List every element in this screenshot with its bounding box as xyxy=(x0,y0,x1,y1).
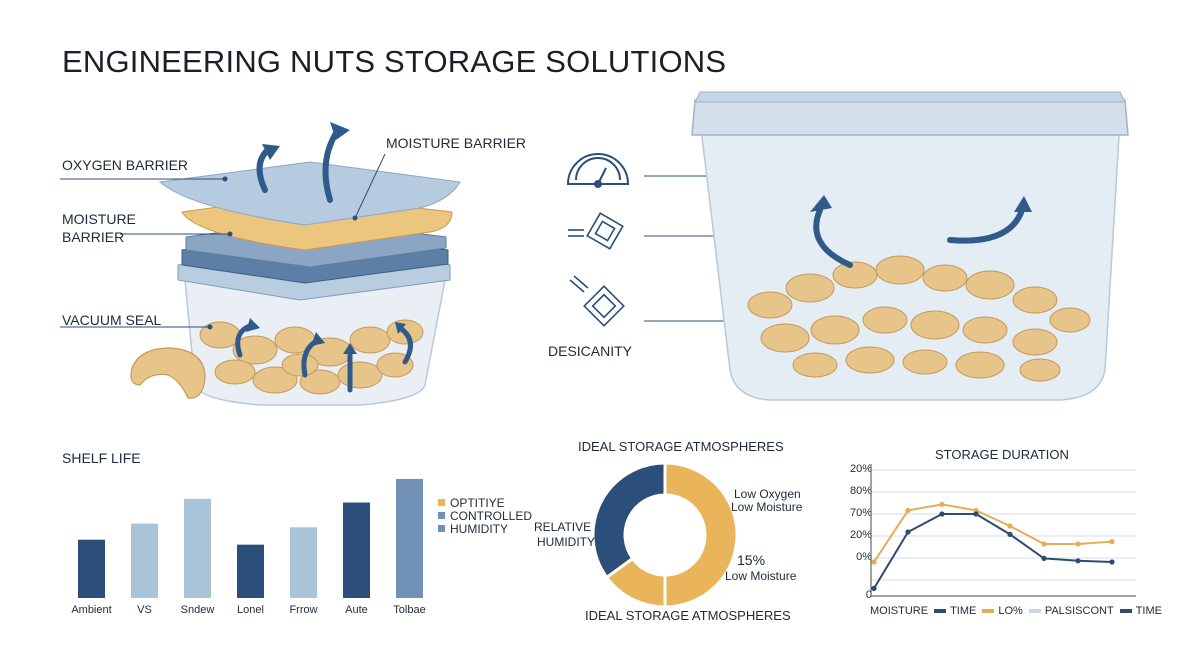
series-point xyxy=(905,529,911,535)
vacuum-seal-label: VACUUM SEAL xyxy=(62,312,162,328)
desiccant-crystal-icon xyxy=(569,275,625,327)
donut-slice xyxy=(591,461,667,580)
category-label: Ambient xyxy=(71,604,112,616)
legend-swatch xyxy=(438,525,445,532)
shelf-life-legend: OPTITIYE CONTROLLED HUMIDITY xyxy=(438,495,533,536)
bar xyxy=(290,527,317,598)
layered-barrier-diagram xyxy=(60,122,461,406)
barrier-layers xyxy=(158,161,461,301)
storage-container-diagram xyxy=(566,91,1129,401)
bar xyxy=(343,502,370,598)
y-tick: 80% xyxy=(849,485,872,497)
low-oxygen-label: Low Oxygen xyxy=(734,487,801,501)
legend-label: CONTROLLED xyxy=(450,508,533,523)
series-point xyxy=(1041,541,1047,547)
series-point xyxy=(871,585,877,591)
legend-swatch xyxy=(1028,609,1041,613)
legend-label: PALSISCONT xyxy=(1044,605,1114,617)
bar xyxy=(78,539,105,598)
loose-cashew xyxy=(130,347,206,399)
series-point xyxy=(1007,523,1013,529)
series-line xyxy=(873,503,1113,563)
y-tick: 0 xyxy=(865,589,872,601)
donut-slice xyxy=(663,461,739,609)
legend-label: TIME xyxy=(950,605,977,617)
legend-label: TIME xyxy=(1135,605,1162,617)
legend-item: HUMIDITY xyxy=(438,521,532,536)
series-point xyxy=(871,559,877,565)
legend-item: LO% xyxy=(982,605,1023,617)
y-tick: 70% xyxy=(849,507,872,519)
relative-humidity-label-1: RELATIVE xyxy=(534,520,592,534)
series-line xyxy=(873,513,1113,589)
shelf-life-categories: Ambient VS Sndew Lonel Frrow Aute Tolbae xyxy=(60,604,440,620)
fifteen-percent-label: 15% xyxy=(737,552,766,568)
legend-label: LO% xyxy=(998,605,1023,617)
bar xyxy=(131,523,158,598)
legend-item: CONTROLLED xyxy=(438,508,533,523)
atmosphere-title-bottom: IDEAL STORAGE ATMOSPHERES xyxy=(585,608,791,623)
atmosphere-donut-chart xyxy=(591,461,739,609)
moisture-barrier-mid-label-2: BARRIER xyxy=(62,229,125,245)
category-label: VS xyxy=(137,604,152,616)
page-title: ENGINEERING NUTS STORAGE SOLUTIONS xyxy=(62,44,727,79)
shelf-life-title: SHELF LIFE xyxy=(62,450,141,466)
storage-duration-title: STORAGE DURATION xyxy=(935,447,1069,462)
series-point xyxy=(939,501,945,507)
series-point xyxy=(1075,541,1081,547)
series-point xyxy=(973,511,979,517)
category-label: Sndew xyxy=(180,604,215,616)
container-base xyxy=(184,279,446,406)
moisture-barrier-top-label: MOISTURE BARRIER xyxy=(386,135,527,151)
bar xyxy=(396,478,423,598)
series-point xyxy=(1109,539,1115,545)
leader-lines xyxy=(60,153,386,330)
series-point xyxy=(1109,559,1115,565)
legend-swatch xyxy=(438,512,445,519)
desiccant-label: DESICANITY xyxy=(548,343,633,359)
legend-swatch xyxy=(982,609,995,613)
legend-label: HUMIDITY xyxy=(450,521,508,536)
storage-container xyxy=(691,91,1129,401)
series-point xyxy=(1007,531,1013,537)
legend-swatch xyxy=(934,609,947,613)
storage-duration-line-chart xyxy=(870,464,1136,597)
relative-humidity-label-2: HUMIDITY xyxy=(537,535,595,549)
oxygen-barrier-label: OXYGEN BARRIER xyxy=(62,157,189,173)
legend-swatch xyxy=(438,499,445,506)
legend-item: TIME xyxy=(934,605,976,617)
atmosphere-title-top: IDEAL STORAGE ATMOSPHERES xyxy=(578,439,784,454)
category-label: Lonel xyxy=(237,604,264,616)
bar xyxy=(184,498,211,598)
moisture-barrier-mid-label-1: MOISTURE xyxy=(62,211,136,227)
gauge-icon xyxy=(566,153,630,188)
legend-swatch xyxy=(1119,609,1132,613)
series-point xyxy=(905,507,911,513)
series-point xyxy=(939,511,945,517)
series-point xyxy=(973,507,979,513)
desiccant-packet-icon xyxy=(568,212,624,250)
y-tick: 0% xyxy=(856,551,872,563)
series-point xyxy=(1075,558,1081,564)
low-moisture-label-2: Low Moisture xyxy=(725,569,797,583)
category-label: Aute xyxy=(345,604,368,616)
category-label: Tolbae xyxy=(393,604,426,616)
legend-label: OPTITIYE xyxy=(450,495,505,510)
y-axis-ticks: 20% 80% 70% 20% 0% 0 xyxy=(838,463,872,603)
bar xyxy=(237,544,264,598)
legend-item: OPTITIYE xyxy=(438,495,532,510)
series-point xyxy=(1041,555,1047,561)
legend-item: PALSISCONT xyxy=(1028,605,1114,617)
shelf-life-bar-chart xyxy=(78,478,423,598)
y-tick: 20% xyxy=(849,529,872,541)
storage-duration-legend: MOISTURE TIME LO% PALSISCONT TIME xyxy=(870,605,1162,617)
category-label: Frrow xyxy=(289,604,318,616)
low-moisture-label: Low Moisture xyxy=(731,500,803,514)
legend-item: TIME xyxy=(1119,605,1162,617)
y-tick: 20% xyxy=(849,463,872,475)
legend-label: MOISTURE xyxy=(870,605,929,617)
